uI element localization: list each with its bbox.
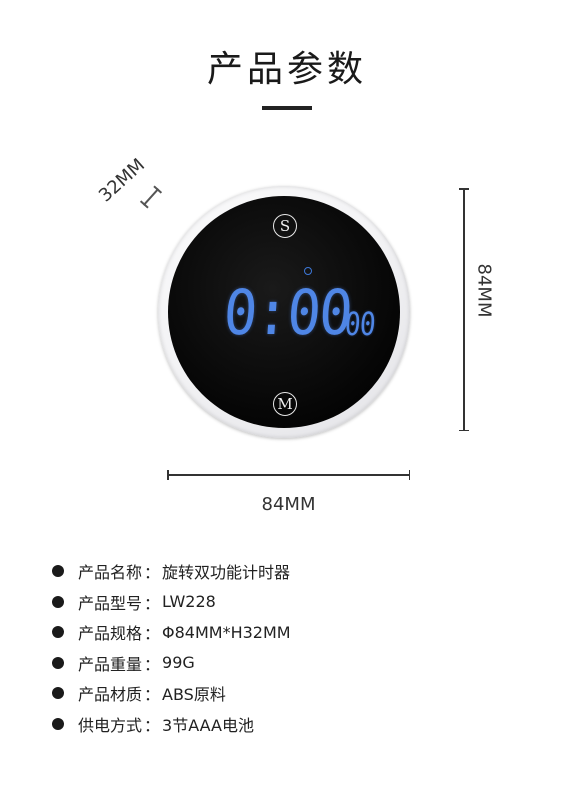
bullet-icon <box>52 595 64 608</box>
spec-label: 产品规格 <box>78 624 143 644</box>
spec-value: LW228 <box>162 592 216 612</box>
m-button-icon: M <box>273 392 297 416</box>
bullet-icon <box>52 656 64 669</box>
spec-value: 3节AAA电池 <box>162 715 254 735</box>
spec-row-size: 产品规格：Φ84MM*H32MM <box>52 617 532 648</box>
page-title: 产品参数 <box>206 49 367 90</box>
spec-list: 产品名称：旋转双功能计时器 产品型号：LW228 产品规格：Φ84MM*H32M… <box>52 556 532 739</box>
timer-display-main: 0:00 <box>221 276 354 349</box>
bullet-icon <box>52 687 64 700</box>
bullet-icon <box>52 717 64 730</box>
bullet-icon <box>52 565 64 578</box>
spec-separator: ： <box>144 624 161 644</box>
depth-dimension-marker <box>142 188 160 206</box>
depth-dimension-label: 32MM <box>94 154 150 207</box>
height-dimension-line <box>460 188 468 431</box>
spec-row-power: 供电方式：3节AAA电池 <box>52 709 532 740</box>
spec-value: Φ84MM*H32MM <box>162 622 291 642</box>
spec-value: ABS原料 <box>162 685 226 705</box>
spec-separator: ： <box>144 685 161 705</box>
timer-device: S 0:00 00 M <box>158 186 410 438</box>
spec-label: 产品型号 <box>78 593 143 613</box>
bullet-icon <box>52 626 64 639</box>
spec-separator: ： <box>144 593 161 613</box>
width-dimension-label: 84MM <box>261 494 316 515</box>
spec-row-weight: 产品重量：99G <box>52 648 532 679</box>
spec-label: 供电方式 <box>78 715 143 735</box>
indicator-dot-icon <box>304 267 312 275</box>
spec-separator: ： <box>144 654 161 674</box>
title-underline <box>262 106 312 110</box>
spec-separator: ： <box>144 715 161 735</box>
s-button-icon: S <box>273 214 297 238</box>
spec-separator: ： <box>144 563 161 583</box>
timer-face: S 0:00 00 M <box>168 196 400 428</box>
spec-value: 旋转双功能计时器 <box>162 563 291 583</box>
spec-row-name: 产品名称：旋转双功能计时器 <box>52 556 532 587</box>
spec-label: 产品名称 <box>78 563 143 583</box>
width-dimension-line <box>167 471 410 479</box>
spec-row-material: 产品材质：ABS原料 <box>52 678 532 709</box>
height-dimension-label: 84MM <box>473 263 495 318</box>
spec-label: 产品材质 <box>78 685 143 705</box>
spec-row-model: 产品型号：LW228 <box>52 587 532 618</box>
spec-value: 99G <box>162 653 195 673</box>
spec-label: 产品重量 <box>78 654 143 674</box>
timer-display-seconds: 00 <box>343 305 377 343</box>
